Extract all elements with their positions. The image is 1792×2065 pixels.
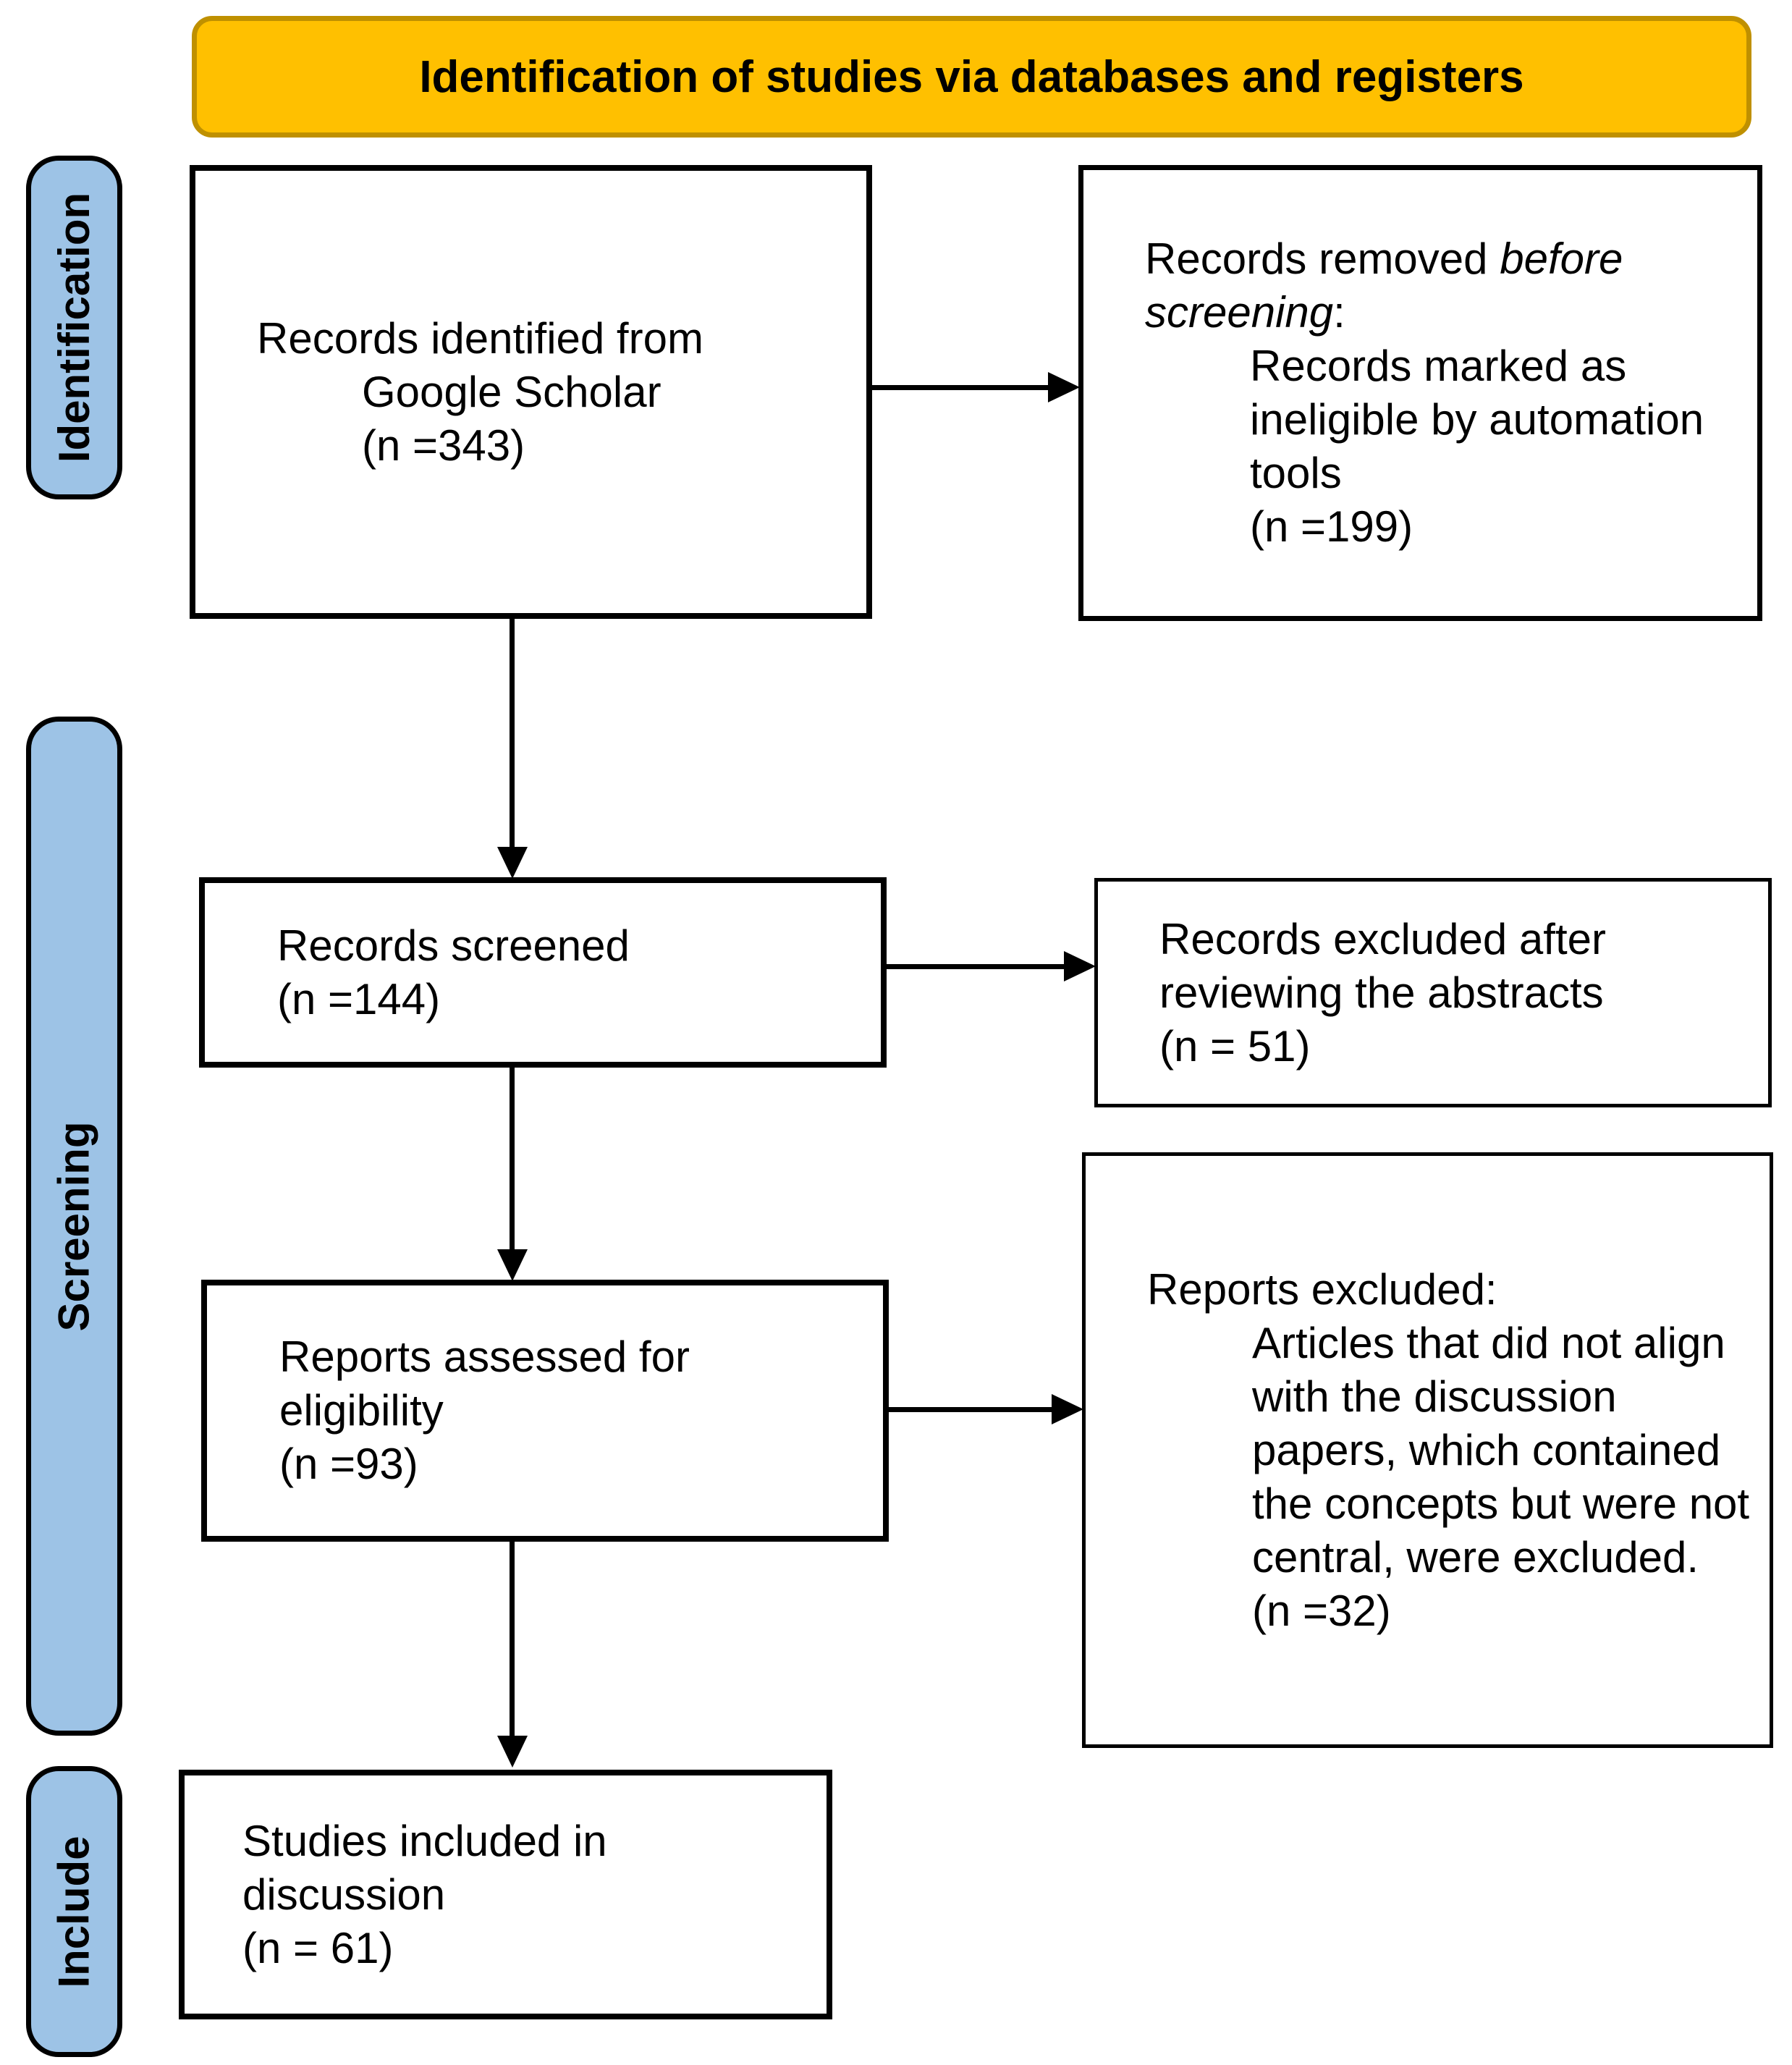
arrow-identified-to-removed-head [1048,372,1080,402]
box-line: Records marked as [1250,342,1627,390]
banner-title: Identification of studies via databases … [419,51,1524,102]
stage-label-screening: Screening [26,717,122,1736]
box-line: papers, which contained [1252,1425,1721,1474]
box-line: the concepts but were not [1252,1479,1750,1528]
box-reports-excluded: Reports excluded: Articles that did not … [1082,1152,1773,1748]
box-line-count: (n = 61) [242,1923,394,1972]
box-records-screened: Records screened (n =144) [199,877,887,1068]
stage-label-screening-text: Screening [50,1120,99,1332]
box-line: Records excluded after [1159,914,1606,963]
arrow-assessed-to-excluded-shaft [889,1407,1052,1412]
box-records-excluded-abstracts: Records excluded after reviewing the abs… [1094,878,1772,1107]
box-line-part-italic: screening [1145,288,1334,337]
box-line: Studies included in [242,1816,607,1865]
box-studies-included: Studies included in discussion (n = 61) [179,1770,832,2019]
stage-label-identification-text: Identification [50,192,98,463]
box-line: Google Scholar [362,367,662,416]
arrow-screened-to-excluded-head [1064,951,1096,981]
box-line: Reports assessed for [279,1333,690,1381]
arrow-identified-to-removed-shaft [872,385,1048,390]
arrow-screened-to-assessed-head [497,1249,528,1281]
box-line-count: (n =32) [1252,1586,1391,1635]
arrow-screened-to-excluded-shaft [887,964,1064,969]
box-line-count: (n =199) [1250,502,1413,551]
arrow-identified-to-screened-shaft [510,619,515,850]
box-line-count: (n =343) [362,421,525,470]
box-reports-assessed: Reports assessed for eligibility (n =93) [201,1280,889,1542]
box-line: eligibility [279,1386,444,1435]
stage-label-include: Include [26,1766,122,2057]
box-line: tools [1250,449,1342,497]
arrow-assessed-to-excluded-head [1052,1394,1083,1424]
stage-label-include-text: Include [50,1835,98,1988]
box-line: Reports excluded: [1147,1264,1497,1314]
box-line: central, were excluded. [1252,1532,1699,1582]
box-line: Records removed before [1145,232,1746,286]
box-line: Articles that did not align [1252,1318,1725,1367]
box-line-count: (n =144) [277,974,441,1023]
box-line: reviewing the abstracts [1159,968,1604,1017]
stage-label-identification: Identification [26,156,122,499]
box-line-part: : [1333,288,1345,337]
box-line: with the discussion [1252,1372,1617,1421]
box-line-part: Records removed [1145,235,1500,283]
box-line: ineligible by automation [1250,395,1704,444]
box-line-count: (n = 51) [1159,1021,1311,1070]
box-line-count: (n =93) [279,1440,418,1488]
banner: Identification of studies via databases … [192,16,1751,138]
box-line: Records screened [277,921,630,970]
arrow-assessed-to-included-shaft [510,1542,515,1739]
arrow-screened-to-assessed-shaft [510,1068,515,1253]
box-line-part-italic: before [1500,235,1623,283]
box-records-removed: Records removed before screening: Record… [1078,165,1762,621]
box-line: Records identified from [257,313,703,363]
box-line: discussion [242,1870,446,1919]
arrow-assessed-to-included-head [497,1736,528,1768]
arrow-identified-to-screened-head [497,847,528,879]
box-line: screening: [1145,286,1746,339]
box-records-identified: Records identified from Google Scholar (… [190,165,872,619]
